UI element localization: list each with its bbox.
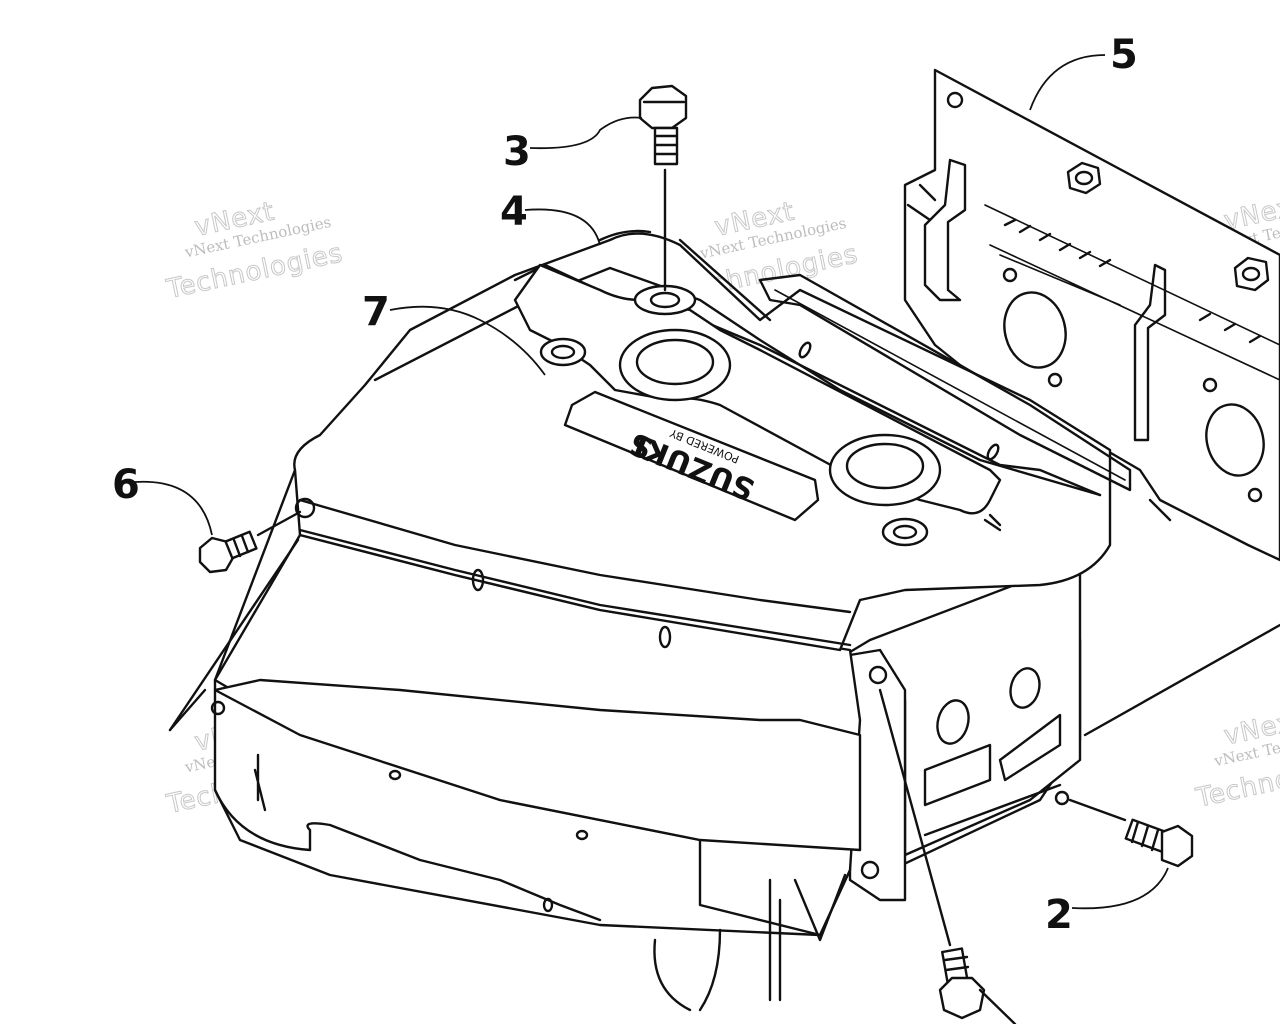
callout-6-label: 6 xyxy=(112,462,140,508)
callout-4-label: 4 xyxy=(500,189,528,235)
callout-leaders xyxy=(134,54,1169,910)
nut-upper xyxy=(1066,161,1102,195)
callout-5-label: 5 xyxy=(1110,32,1138,78)
bolt-top xyxy=(638,84,688,292)
callout-labels: 5 3 4 7 6 2 xyxy=(112,32,1138,938)
bolt-right xyxy=(1068,798,1194,868)
watermark-top-left: vNext vNext Technologies Technologies xyxy=(163,196,346,306)
callout-3-label: 3 xyxy=(503,129,531,175)
watermark-bottom-right: vNext vNext Technologies Technologies xyxy=(1192,705,1280,815)
bolt-bottom xyxy=(878,688,1017,1024)
callout-2-label: 2 xyxy=(1045,892,1073,938)
nut-right xyxy=(1233,256,1270,292)
bolt-left xyxy=(198,510,302,574)
engine-cover: SUZUKI POWERED BY S xyxy=(210,229,1132,1012)
gasket-plate xyxy=(903,68,1280,562)
callout-7-label: 7 xyxy=(362,289,390,335)
